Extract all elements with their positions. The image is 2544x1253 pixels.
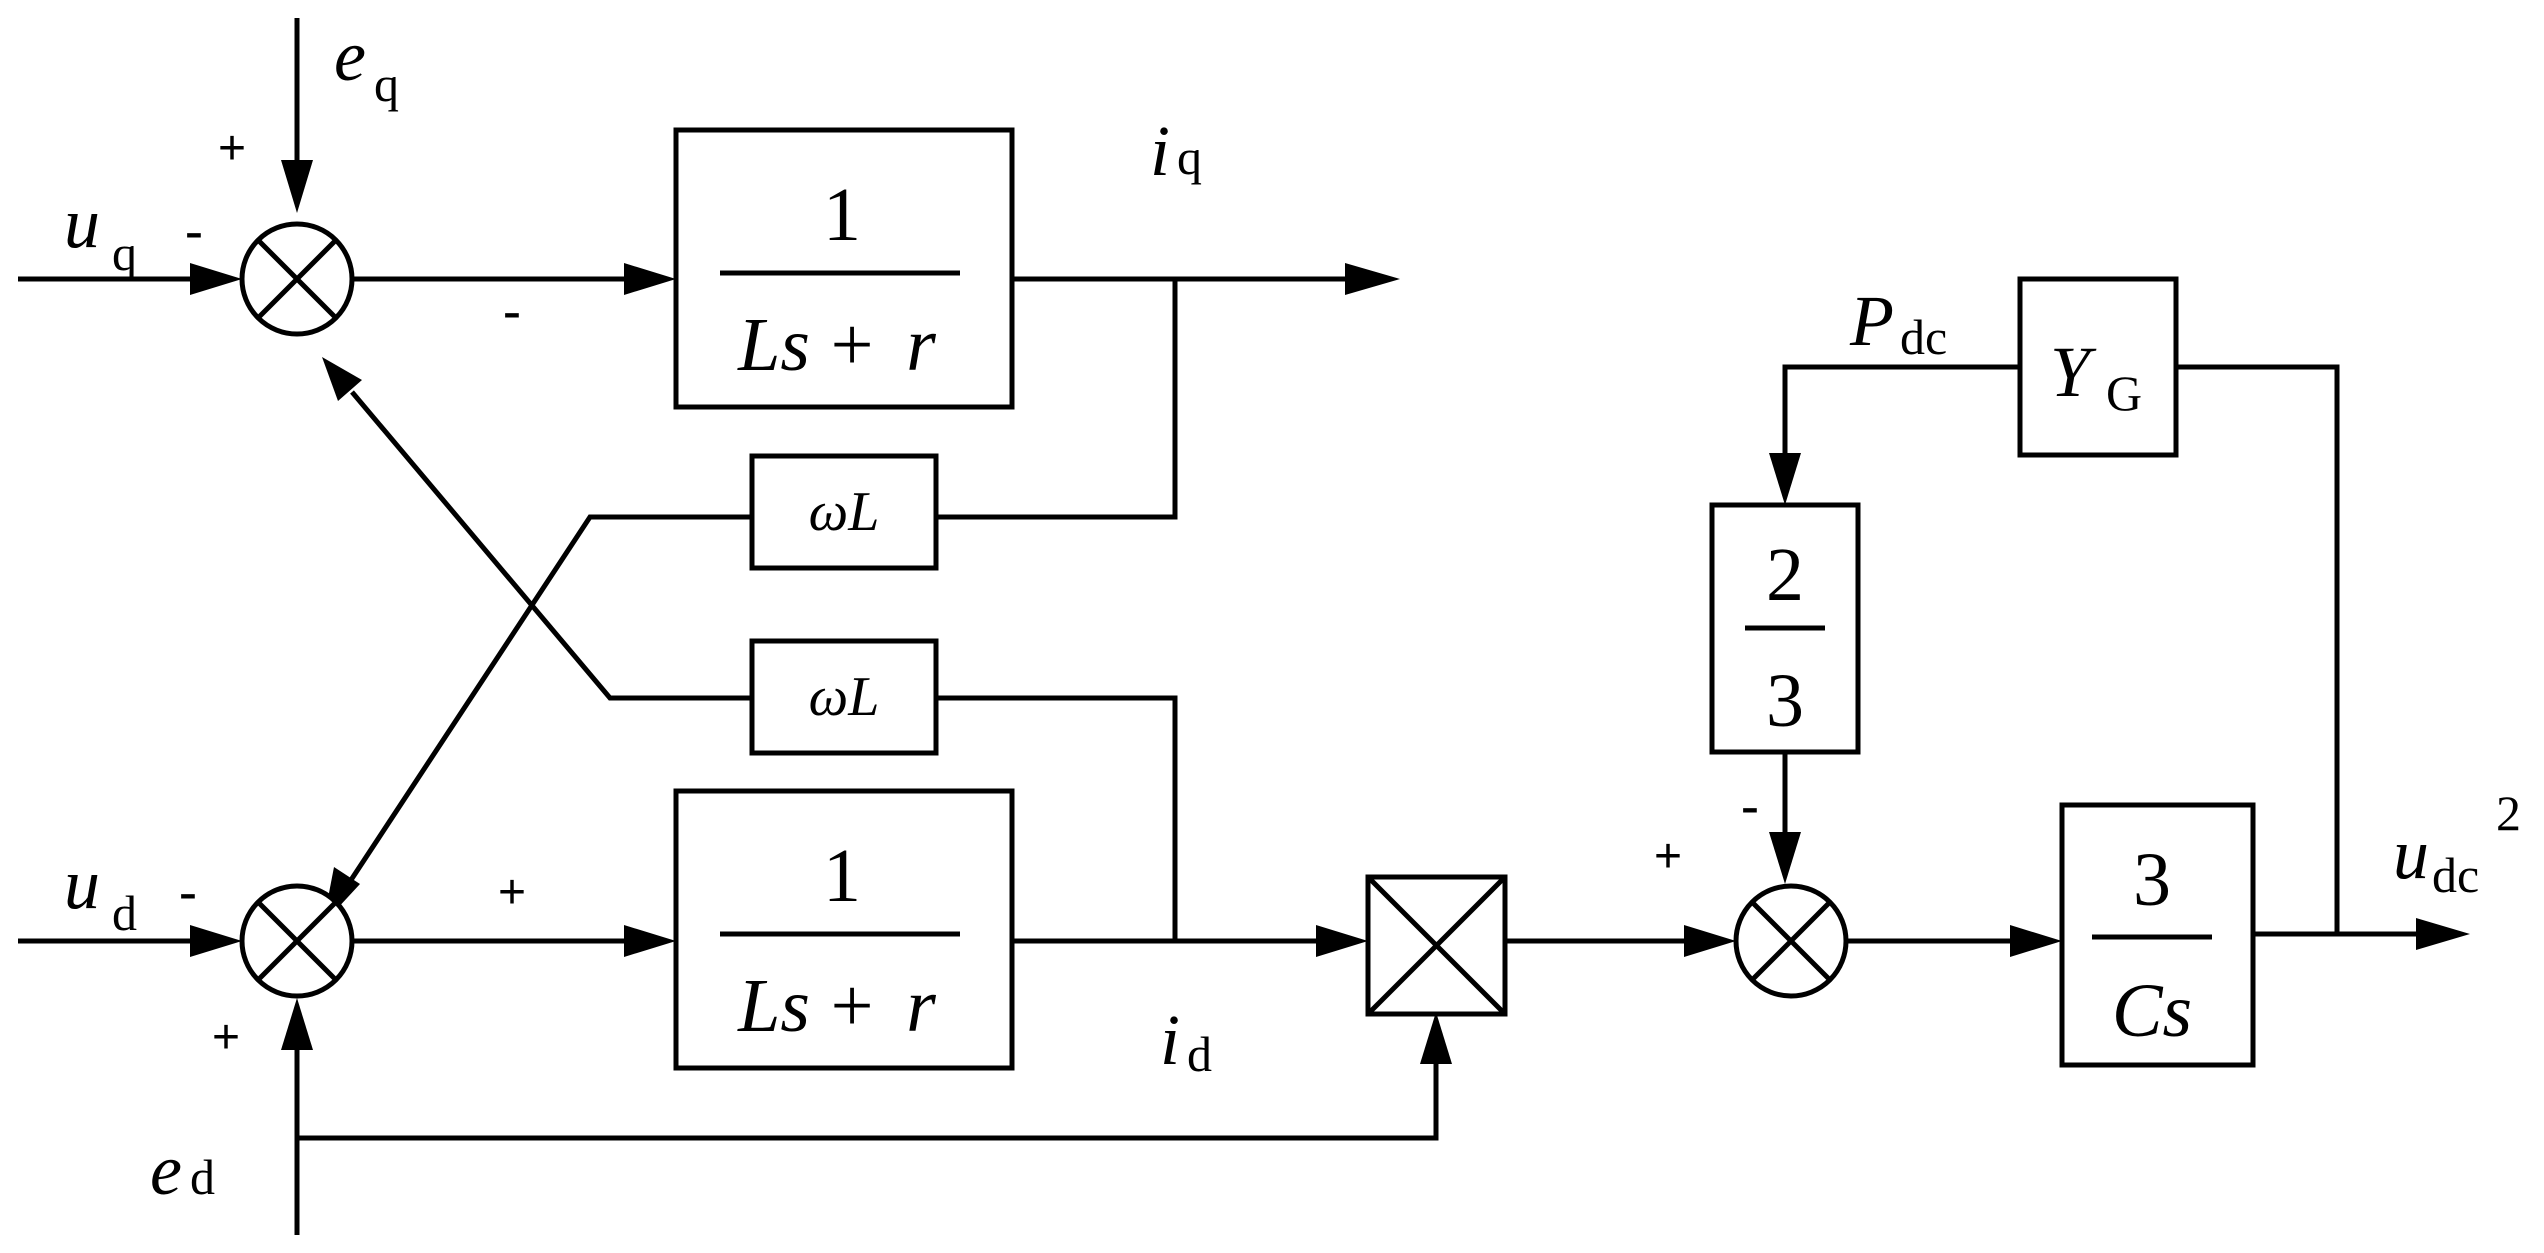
sum3-top-arrowhead <box>1769 832 1801 884</box>
two-thirds-denominator: 3 <box>1766 659 1804 743</box>
multiplier-input-arrowhead <box>1316 925 1368 957</box>
label-id-sub: d <box>1187 1026 1212 1082</box>
coupling-upper-label: ωL <box>809 481 880 543</box>
integrator-numerator: 3 <box>2133 838 2171 922</box>
label-ed: e d <box>150 1130 215 1210</box>
integrator-block: 3 Cs <box>2059 802 2256 1068</box>
sign-sumq-left: - <box>185 199 204 262</box>
sign-sum3-top: - <box>1741 774 1760 837</box>
sign-sumq-top: + <box>218 122 246 175</box>
plantq-input-arrowhead <box>624 263 676 295</box>
label-udc-sub: dc <box>2432 847 2479 903</box>
plant-d-den-op: + <box>831 964 874 1048</box>
integrator-denominator: Cs <box>2112 969 2192 1053</box>
two-thirds-numerator: 2 <box>1766 533 1804 617</box>
plant-d-numerator: 1 <box>823 834 861 918</box>
label-ud: u d <box>64 844 137 941</box>
plant-q-den-ls: Ls <box>737 303 810 387</box>
label-udc-sup: 2 <box>2496 785 2521 841</box>
coupling-block-lower: ωL <box>749 638 939 756</box>
label-ed-main: e <box>150 1130 182 1210</box>
label-udc: u dc 2 <box>2393 785 2521 903</box>
sign-sum3-left: + <box>1654 830 1682 883</box>
label-udc-main: u <box>2393 814 2429 894</box>
label-pdc: P dc <box>1849 281 1947 365</box>
ed-to-multiplier-wire <box>297 1060 1439 1141</box>
label-pdc-sub: dc <box>1900 309 1947 365</box>
label-pdc-main: P <box>1849 281 1894 361</box>
label-uq-sub: q <box>112 225 137 281</box>
sign-sumd-bottom: + <box>212 1011 240 1064</box>
label-id: i d <box>1160 1000 1212 1082</box>
iq-feedback-wire <box>936 279 1178 520</box>
label-ud-main: u <box>64 844 100 924</box>
label-eq-sub: q <box>374 56 399 112</box>
yg-main: Y <box>2050 332 2097 412</box>
plant-d-den-ls: Ls <box>737 964 810 1048</box>
integrator-input-arrowhead <box>2010 925 2062 957</box>
multiplier-block <box>1365 874 1508 1017</box>
uq-arrowhead <box>190 263 242 295</box>
plant-q-numerator: 1 <box>823 173 861 257</box>
sign-sumd-left: - <box>179 860 198 923</box>
udc-arrowhead <box>2416 918 2470 950</box>
label-eq-main: e <box>334 16 366 96</box>
sign-sumd-right: + <box>498 866 526 919</box>
id-feedback-wire <box>936 695 1178 941</box>
ud-arrowhead <box>190 925 242 957</box>
sign-sumq-bottom: - <box>503 279 522 342</box>
yg-sub: G <box>2106 365 2142 421</box>
multiplier-bottom-arrowhead <box>1420 1012 1452 1064</box>
sum3-input-arrowhead <box>1684 925 1736 957</box>
plant-d-den-r: r <box>906 964 936 1048</box>
plant-q-den-r: r <box>906 303 936 387</box>
label-id-main: i <box>1160 1000 1180 1080</box>
plant-block-q: 1 Ls + r <box>673 127 1015 410</box>
sum-junction-dc <box>1733 883 1849 999</box>
label-uq: u q <box>64 183 137 281</box>
label-ed-sub: d <box>190 1149 215 1205</box>
label-iq-main: i <box>1150 111 1170 191</box>
two-thirds-input-arrowhead <box>1769 453 1801 505</box>
sum-junction-q <box>239 221 355 337</box>
eq-arrowhead <box>281 160 313 213</box>
coupling-block-upper: ωL <box>749 453 939 571</box>
pdc-wire <box>1782 364 2020 455</box>
gain-block-yg: Y G <box>2017 276 2179 458</box>
plant-block-d: 1 Ls + r <box>673 788 1015 1071</box>
sumq-cross-arrowhead <box>322 357 362 401</box>
iq-arrowhead <box>1345 263 1400 295</box>
plantd-input-arrowhead <box>624 925 676 957</box>
udc-feedback-wire <box>2176 364 2340 934</box>
label-uq-main: u <box>64 183 100 263</box>
coupling-lower-label: ωL <box>809 666 880 728</box>
gain-block-two-thirds: 2 3 <box>1709 502 1861 755</box>
label-iq: i q <box>1150 111 1202 191</box>
coupling-to-sumd-wire <box>348 514 752 882</box>
ed-arrowhead <box>281 998 313 1050</box>
plant-q-den-op: + <box>831 303 874 387</box>
label-iq-sub: q <box>1177 129 1202 185</box>
label-eq: e q <box>334 16 399 112</box>
sum-junction-d <box>239 883 355 999</box>
coupling-to-sumq-wire <box>350 390 752 701</box>
label-ud-sub: d <box>112 885 137 941</box>
